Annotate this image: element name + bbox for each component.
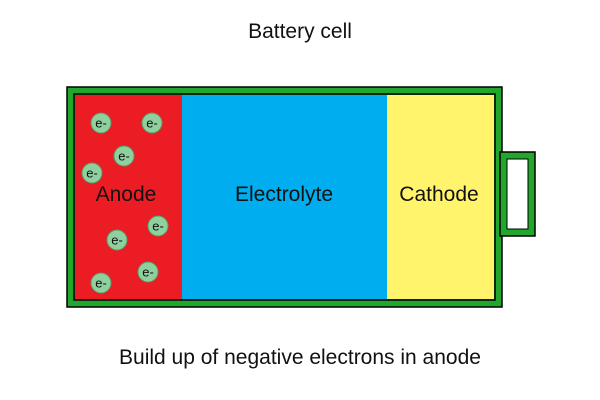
electron-label-7: e- bbox=[142, 265, 154, 280]
diagram-caption: Build up of negative electrons in anode bbox=[119, 346, 481, 369]
electrolyte-region bbox=[182, 95, 387, 299]
electron-1 bbox=[90, 112, 112, 134]
electron-label-1: e- bbox=[95, 116, 107, 131]
cathode-label: Cathode bbox=[399, 183, 478, 206]
electron-3 bbox=[113, 145, 135, 167]
electron-label-4: e- bbox=[86, 166, 98, 181]
electron-7 bbox=[137, 261, 159, 283]
electrons-group: e-e-e-e-e-e-e-e- bbox=[81, 112, 169, 294]
electron-label-8: e- bbox=[95, 276, 107, 291]
cathode-region bbox=[387, 95, 494, 299]
diagram-title: Battery cell bbox=[248, 20, 352, 43]
electron-8 bbox=[90, 272, 112, 294]
anode-label: Anode bbox=[96, 183, 157, 206]
electron-2 bbox=[141, 112, 163, 134]
electron-label-3: e- bbox=[118, 149, 130, 164]
electron-6 bbox=[106, 229, 128, 251]
electrolyte-label: Electrolyte bbox=[235, 183, 333, 206]
battery-terminal-inner bbox=[506, 158, 529, 230]
electron-label-6: e- bbox=[111, 233, 123, 248]
electron-label-2: e- bbox=[146, 116, 158, 131]
electron-5 bbox=[147, 215, 169, 237]
electron-label-5: e- bbox=[152, 219, 164, 234]
electron-4 bbox=[81, 162, 103, 184]
